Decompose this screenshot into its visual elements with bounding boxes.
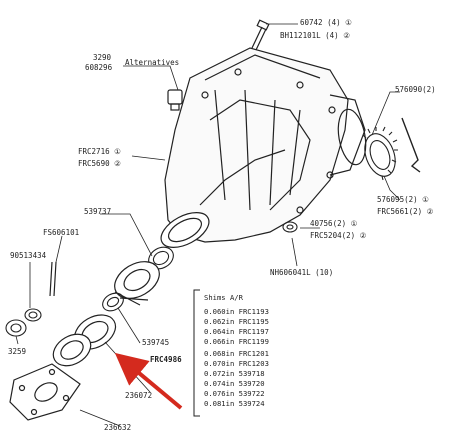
label-90513434: 90513434	[10, 251, 47, 260]
label-236632: 236632	[104, 423, 131, 432]
bearing	[114, 261, 160, 306]
label-fs606101: FS606101	[43, 228, 79, 237]
label-top-right-2: BH112101L (4) ②	[280, 31, 350, 40]
shim-row: 0.060in FRC1193	[204, 307, 269, 316]
label-nut: NH606041L (10)	[270, 268, 333, 277]
shim-row: 0.072in 539718	[204, 369, 265, 378]
label-236072: 236072	[125, 391, 152, 400]
shim-row: 0.076in 539722	[204, 389, 265, 398]
shims-table: Shims A/R 0.060in FRC1193 0.062in FRC119…	[204, 293, 269, 408]
shims-bracket	[193, 289, 200, 417]
differential-housing	[160, 47, 367, 248]
split-pin	[49, 261, 57, 297]
washer	[5, 319, 27, 337]
retaining-clip	[401, 117, 421, 173]
nut-small	[24, 308, 42, 322]
label-top-right-1: 60742 (4) ①	[300, 18, 352, 27]
label-frc-left-1: FRC2716 ①	[78, 147, 121, 156]
label-right-mid-2: FRC5661(2) ②	[377, 207, 434, 216]
label-539737: 539737	[84, 207, 111, 216]
stud-bolt	[251, 19, 270, 51]
label-right-mid-1: 576095(2) ①	[377, 195, 429, 204]
spacer-ring	[102, 292, 124, 312]
drive-flange	[9, 363, 81, 421]
oil-seal	[73, 314, 117, 350]
label-right-low-2: FRC5204(2) ②	[310, 231, 367, 240]
nut	[282, 221, 298, 233]
shim-row: 0.062in FRC1195	[204, 317, 269, 326]
side-bearing	[362, 126, 398, 181]
shim-row: 0.068in FRC1201	[204, 349, 269, 358]
shim-row: 0.066in FRC1199	[204, 337, 269, 346]
shim-row: 0.070in FRC1203	[204, 359, 269, 368]
label-539745: 539745	[142, 338, 169, 347]
shim-row: 0.081in 539724	[204, 399, 265, 408]
shims-header: Shims A/R	[204, 293, 244, 302]
shim-row: 0.074in 539720	[204, 379, 265, 388]
drain-plug	[167, 89, 183, 111]
label-right-low-1: 40756(2) ①	[310, 219, 358, 228]
label-frc-left-2: FRC5690 ②	[78, 159, 121, 168]
dust-shield	[52, 333, 92, 367]
callout-labels: 60742 (4) ① BH112101L (4) ② 3290 608296 …	[8, 18, 436, 432]
label-right-top: 576090(2)	[395, 85, 436, 94]
indicator-arrow	[114, 352, 183, 410]
label-frc-arrow: FRC4986	[150, 355, 182, 364]
label-alternatives: Alternatives	[125, 58, 179, 67]
label-3259: 3259	[8, 347, 26, 356]
label-alt-2: 608296	[85, 63, 113, 72]
shim-row: 0.064in FRC1197	[204, 327, 269, 336]
label-alt-1: 3290	[93, 53, 112, 62]
